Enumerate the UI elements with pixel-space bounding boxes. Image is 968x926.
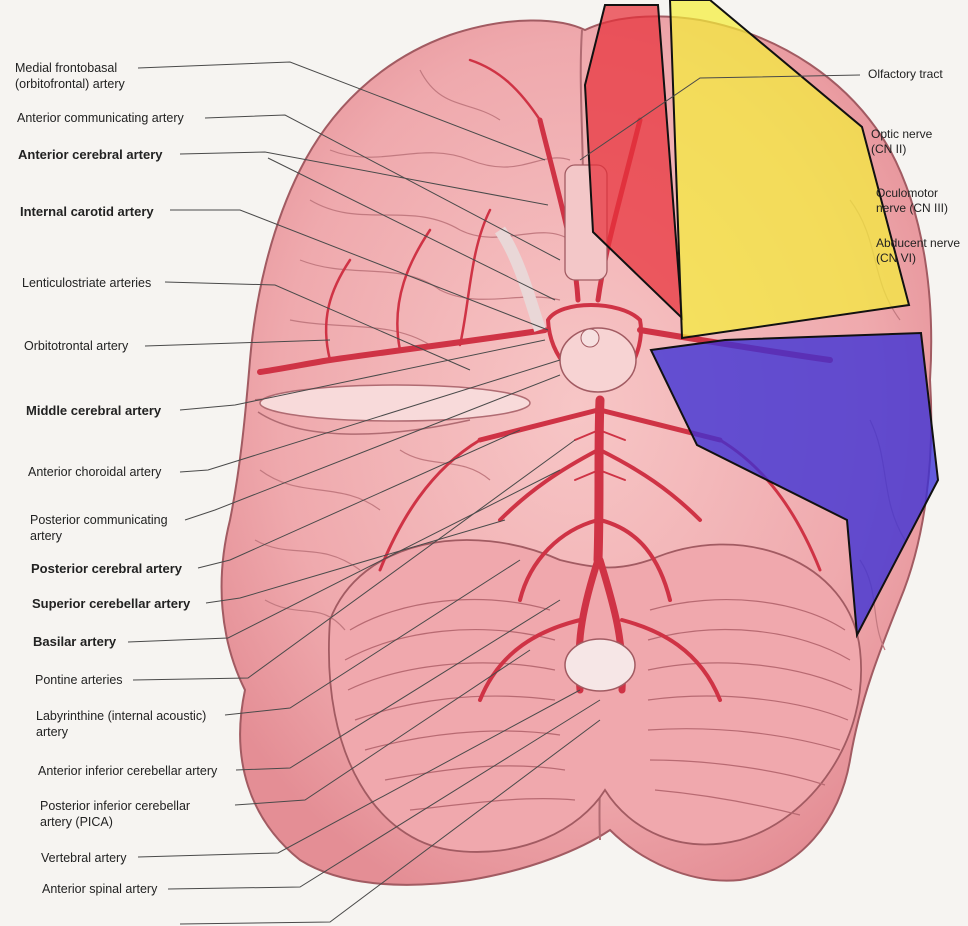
label-line: Basilar artery (33, 634, 117, 649)
red-region-overlay (583, 4, 684, 321)
label-line: Vertebral artery (41, 851, 127, 865)
label-internal-carotid-artery: Internal carotid artery (20, 204, 154, 220)
label-line: Labyrinthine (internal acoustic) (36, 709, 207, 723)
label-medial-frontobasal-artery: Medial frontobasal (orbitofrontal) arter… (15, 61, 125, 92)
label-line: Middle cerebral artery (26, 403, 162, 418)
label-line: Abducent nerve (876, 236, 961, 250)
label-line: Anterior communicating artery (17, 111, 184, 125)
label-labyrinthine-artery: Labyrinthine (internal acoustic) artery (36, 709, 206, 740)
label-middle-cerebral-artery: Middle cerebral artery (26, 403, 161, 419)
brainstem (494, 164, 637, 692)
label-posterior-cerebral-artery: Posterior cerebral artery (31, 561, 182, 577)
label-line: nerve (CN III) (876, 201, 949, 215)
label-oculomotor-nerve: Oculomotor nerve (CN III) (876, 186, 948, 216)
label-line: artery (30, 528, 62, 543)
label-line: Posterior cerebral artery (31, 561, 183, 576)
label-line: Oculomotor (876, 186, 939, 200)
region-overlays (583, 0, 940, 639)
label-line: artery (PICA) (40, 814, 113, 829)
label-anterior-spinal-artery: Anterior spinal artery (42, 882, 157, 898)
label-posterior-inferior-cerebellar-artery: Posterior inferior cerebellar artery (PI… (40, 799, 190, 830)
label-olfactory-tract: Olfactory tract (868, 67, 943, 82)
label-basilar-artery: Basilar artery (33, 634, 116, 650)
label-anterior-inferior-cerebellar-artery: Anterior inferior cerebellar artery (38, 764, 217, 780)
label-superior-cerebellar-artery: Superior cerebellar artery (32, 596, 190, 612)
label-line: Internal carotid artery (20, 204, 154, 219)
blue-region-overlay (649, 331, 940, 639)
label-line: Optic nerve (871, 127, 933, 141)
label-line: Anterior choroidal artery (28, 465, 162, 479)
label-line: Orbitotrontal artery (24, 339, 129, 353)
label-line: artery (36, 724, 68, 739)
label-lenticulostriate-arteries: Lenticulostriate arteries (22, 276, 151, 292)
label-orbitofrontal-artery: Orbitotrontal artery (24, 339, 128, 355)
label-line: Medial frontobasal (15, 61, 118, 75)
label-line: (orbitofrontal) artery (15, 76, 125, 91)
label-pontine-arteries: Pontine arteries (35, 673, 123, 689)
label-line: Superior cerebellar artery (32, 596, 191, 611)
label-line: Posterior communicating (30, 513, 168, 527)
label-posterior-communicating-artery: Posterior communicating artery (30, 513, 168, 544)
label-anterior-cerebral-artery: Anterior cerebral artery (18, 147, 163, 163)
label-anterior-choroidal-artery: Anterior choroidal artery (28, 465, 161, 481)
label-line: Pontine arteries (35, 673, 123, 687)
leader-lines (127, 61, 861, 925)
label-vertebral-artery: Vertebral artery (41, 851, 126, 867)
label-line: Olfactory tract (868, 67, 943, 81)
label-line: (CN II) (871, 142, 907, 156)
label-optic-nerve: Optic nerve (CN II) (871, 127, 932, 157)
label-line: Posterior inferior cerebellar (40, 799, 191, 813)
label-line: Lenticulostriate arteries (22, 276, 152, 290)
label-line: Anterior inferior cerebellar artery (38, 764, 218, 778)
label-line: Anterior spinal artery (42, 882, 158, 896)
label-line: (CN VI) (876, 251, 916, 265)
label-line: Anterior cerebral artery (18, 147, 163, 162)
label-anterior-communicating-artery: Anterior communicating artery (17, 111, 184, 127)
label-abducent-nerve: Abducent nerve (CN VI) (876, 236, 960, 266)
yellow-region-overlay (668, 0, 911, 340)
